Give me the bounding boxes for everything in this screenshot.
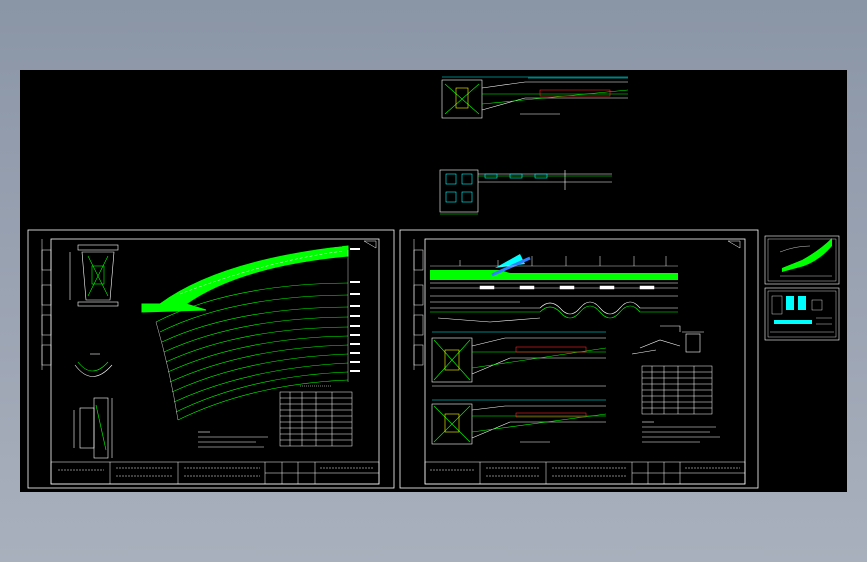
right-quantity-table — [641, 365, 713, 415]
sheet-left[interactable] — [27, 229, 395, 489]
right-beam-ticks — [459, 256, 667, 266]
thumb-bottom[interactable] — [764, 287, 840, 341]
right-long-beam — [430, 254, 678, 284]
sheet-right[interactable] — [399, 229, 759, 489]
right-elevation-2 — [431, 399, 607, 445]
right-elevation-1 — [431, 331, 607, 387]
sheet-left-title-block — [50, 461, 380, 485]
right-notes — [642, 421, 720, 443]
sheet-right-title-block — [424, 461, 746, 485]
right-small-details — [631, 325, 704, 355]
arc-labels — [350, 248, 360, 372]
left-quantity-table — [279, 385, 353, 447]
left-cross-section-1 — [69, 244, 119, 307]
left-detail-elevation — [73, 397, 113, 459]
sheet-right-corner-mark — [727, 240, 741, 249]
thumb-top[interactable] — [764, 235, 840, 285]
right-wave-profile — [430, 301, 678, 323]
sheet-right-margin-blocks — [413, 239, 424, 370]
left-detail-arc — [74, 353, 113, 377]
drawing-svg — [27, 76, 840, 489]
top-detail-elevation — [441, 76, 629, 119]
top-detail-plan — [439, 169, 612, 215]
arc-fan-lines — [155, 282, 349, 421]
arc-fan-white-guides — [155, 250, 349, 421]
sheet-left-corner-mark — [363, 240, 377, 249]
left-notes — [198, 431, 268, 448]
right-dimension-rows — [430, 285, 678, 297]
cad-model-space[interactable] — [20, 70, 847, 492]
sheet-left-margin-blocks — [41, 239, 52, 370]
curved-wing-wall — [141, 245, 349, 313]
